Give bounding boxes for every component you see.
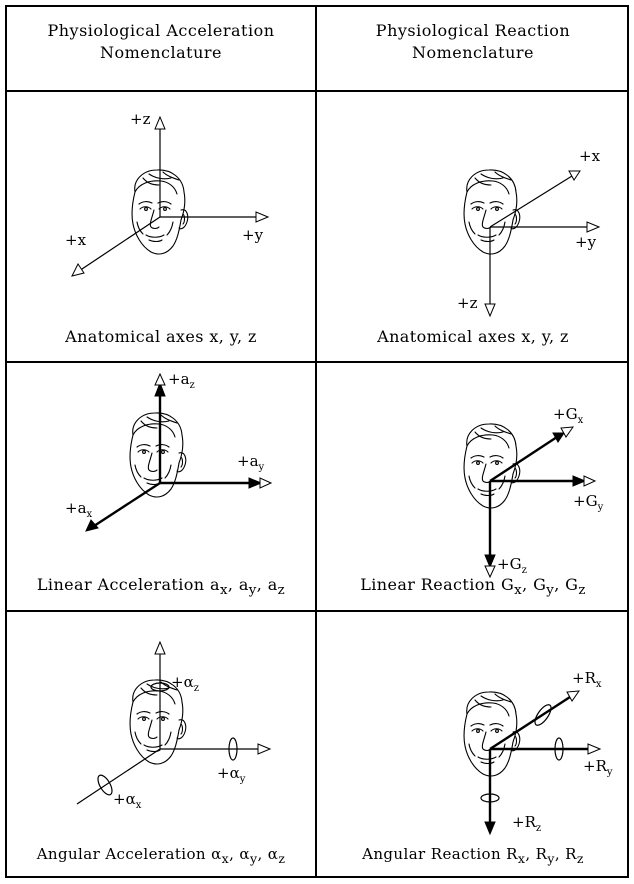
caption-angular-acceleration: Angular Acceleration αx, αy, αz <box>5 845 317 866</box>
axis-label-y: +y <box>242 226 263 244</box>
axis-label-ry: +Ry <box>583 757 613 778</box>
axis-label-ax: +ax <box>65 499 92 520</box>
caption-anatomical-right: Anatomical axes x, y, z <box>317 327 629 346</box>
axis-label-alpha-y: +αy <box>217 764 245 785</box>
axis-label-y: +y <box>575 233 596 251</box>
axis-label-ay: +ay <box>237 452 264 473</box>
axis-label-az: +az <box>168 370 195 391</box>
header-right-line1: Physiological Reaction <box>323 21 623 41</box>
axis-label-alpha-z: +αz <box>171 673 199 694</box>
nomenclature-table: Physiological Acceleration Nomenclature … <box>5 5 629 878</box>
axis-label-z: +z <box>457 294 477 312</box>
header-left-line1: Physiological Acceleration <box>11 21 311 41</box>
figure-anatomical-axes-left <box>72 117 268 276</box>
axis-label-gz: +Gz <box>497 555 527 576</box>
axis-label-gx: +Gx <box>553 405 583 426</box>
diagram-canvas <box>5 5 629 878</box>
table-grid <box>6 6 628 877</box>
axis-label-rx: +Rx <box>572 669 602 690</box>
axis-label-alpha-x: +αx <box>113 790 141 811</box>
axis-label-x: +x <box>579 147 600 165</box>
caption-angular-reaction: Angular Reaction Rx, Ry, Rz <box>317 845 629 866</box>
caption-anatomical-left: Anatomical axes x, y, z <box>5 327 317 346</box>
axis-label-gy: +Gy <box>573 492 603 513</box>
header-left-line2: Nomenclature <box>11 43 311 63</box>
axis-label-x: +x <box>65 231 86 249</box>
caption-linear-acceleration: Linear Acceleration ax, ay, az <box>5 575 317 598</box>
axis-label-rz: +Rz <box>512 813 541 834</box>
header-right-line2: Nomenclature <box>323 43 623 63</box>
axis-label-z: +z <box>130 110 150 128</box>
caption-linear-reaction: Linear Reaction Gx, Gy, Gz <box>317 575 629 598</box>
